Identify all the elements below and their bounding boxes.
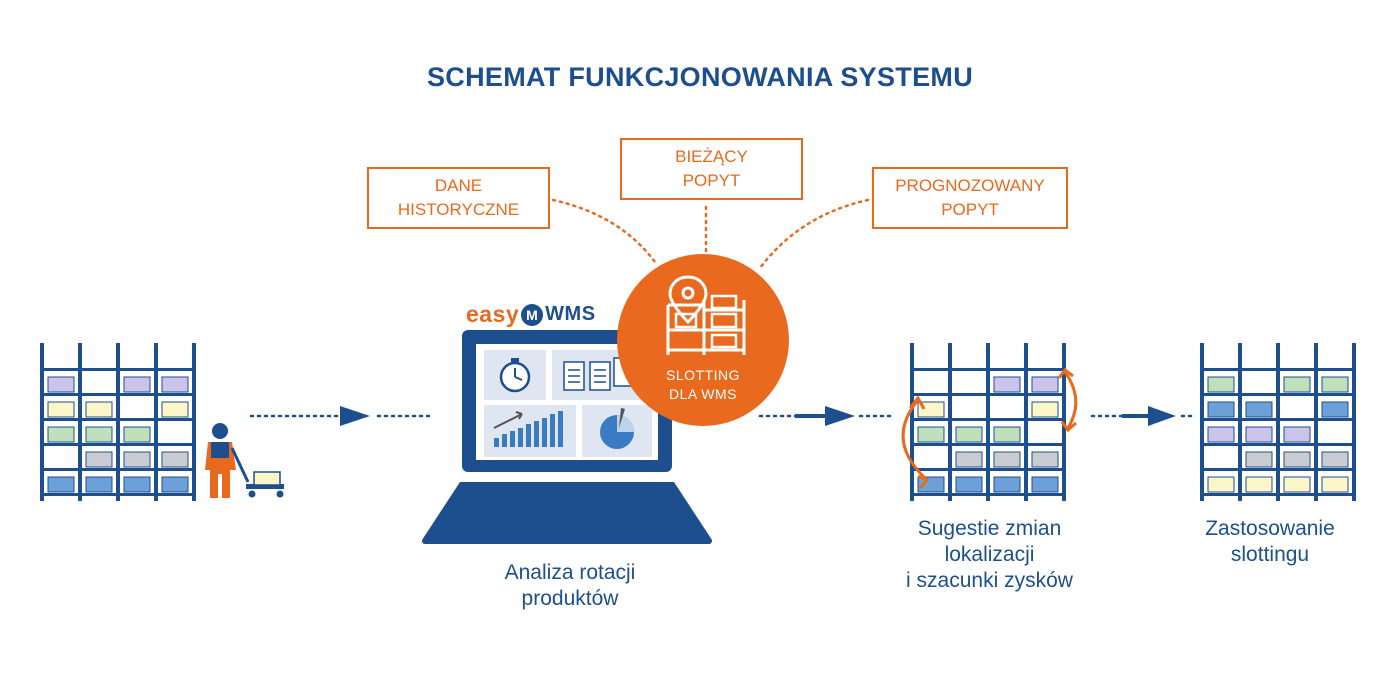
easywms-logo: easy M WMS bbox=[466, 301, 596, 328]
flow-arrow-2 bbox=[758, 406, 892, 426]
caption-line1: Zastosowanie bbox=[1205, 517, 1335, 540]
caption-line3: i szacunki zysków bbox=[906, 569, 1073, 592]
input-box-line1: PROGNOZOWANY bbox=[895, 176, 1045, 195]
hub-label-line1: SLOTTING bbox=[665, 367, 740, 383]
logo-badge: M bbox=[521, 303, 544, 326]
caption-line2: lokalizacji bbox=[944, 543, 1035, 566]
logo-part1: easy bbox=[466, 301, 520, 327]
input-box-line2: HISTORYCZNE bbox=[397, 200, 520, 219]
hub-label: SLOTTING DLA WMS bbox=[653, 366, 753, 404]
input-box-historical-data: DANE HISTORYCZNE bbox=[367, 167, 550, 229]
caption-line1: Sugestie zmian bbox=[917, 517, 1062, 540]
connector-historical bbox=[551, 198, 657, 264]
shelf-rack-applied-icon bbox=[1200, 343, 1356, 501]
caption-line2: produktów bbox=[521, 587, 619, 610]
input-box-line1: DANE bbox=[434, 176, 483, 195]
diagram-title: SCHEMAT FUNKCJONOWANIA SYSTEMU bbox=[426, 62, 973, 92]
hub-label-line2: DLA WMS bbox=[668, 386, 738, 402]
swap-arrows-icon bbox=[901, 367, 1078, 489]
shelf-rack-suggested-icon bbox=[910, 343, 1066, 501]
caption-applied: Zastosowanie slottingu bbox=[1170, 516, 1370, 568]
laptop-icon bbox=[422, 330, 712, 544]
caption-suggestions: Sugestie zmian lokalizacji i szacunki zy… bbox=[872, 516, 1107, 594]
input-box-current-demand: BIEŻĄCY POPYT bbox=[620, 138, 803, 200]
warehouse-worker-icon bbox=[205, 423, 284, 498]
caption-line1: Analiza rotacji bbox=[504, 561, 636, 584]
input-box-line2: POPYT bbox=[682, 171, 741, 190]
input-box-line2: POPYT bbox=[941, 200, 999, 219]
input-box-line1: BIEŻĄCY bbox=[675, 147, 748, 166]
logo-part2: WMS bbox=[545, 303, 596, 325]
shelf-rack-initial-icon bbox=[40, 343, 196, 501]
caption-analysis: Analiza rotacji produktów bbox=[455, 560, 685, 612]
caption-line2: slottingu bbox=[1230, 543, 1310, 566]
flow-arrow-3 bbox=[1090, 406, 1196, 426]
connector-forecast bbox=[758, 198, 870, 270]
slotting-hub bbox=[617, 254, 789, 426]
input-box-forecast-demand: PROGNOZOWANY POPYT bbox=[872, 167, 1068, 229]
flow-arrow-1 bbox=[249, 406, 432, 426]
